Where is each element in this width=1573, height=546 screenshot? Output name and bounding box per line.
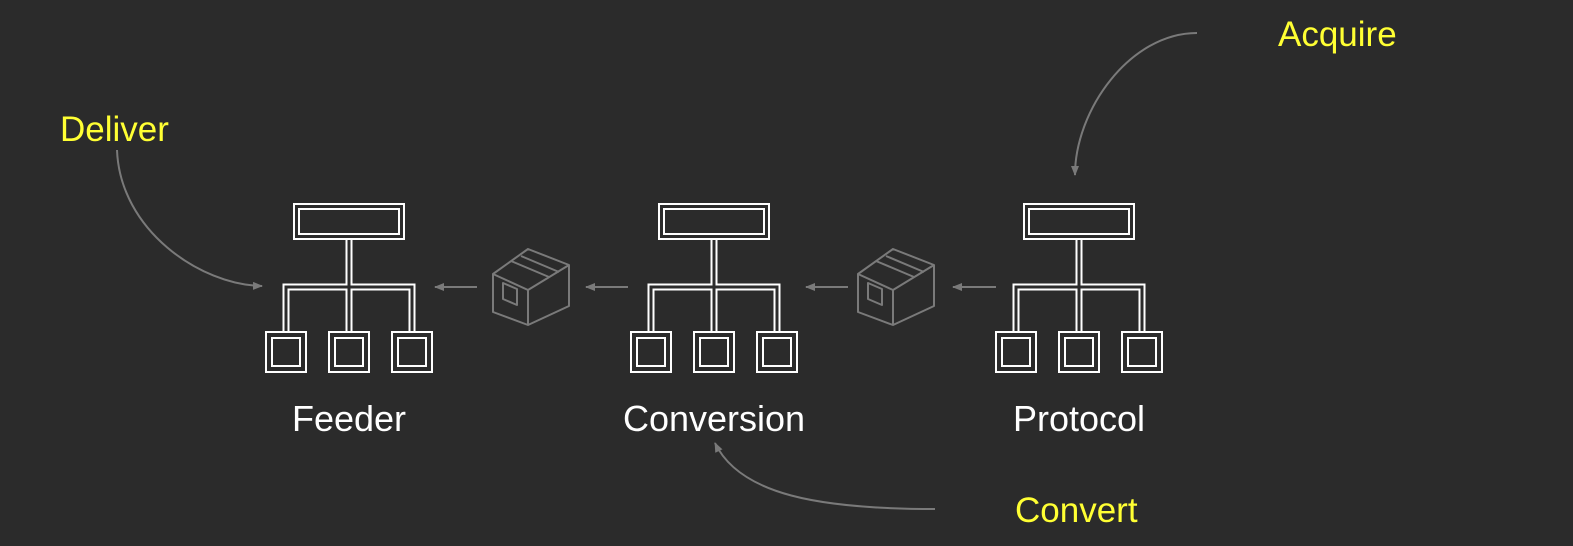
convert-arrow	[714, 442, 936, 510]
package-box-1	[492, 248, 570, 326]
hierarchy-icon	[265, 203, 433, 373]
feeder-node	[265, 203, 433, 373]
hierarchy-icon	[995, 203, 1163, 373]
acquire-arrow	[1071, 32, 1198, 176]
protocol-label: Protocol	[1013, 398, 1145, 439]
acquire-annotation: Acquire	[1278, 15, 1397, 54]
conversion-label: Conversion	[623, 398, 805, 439]
protocol-node	[995, 203, 1163, 373]
deliver-annotation: Deliver	[60, 110, 169, 149]
convert-annotation: Convert	[1015, 491, 1138, 530]
conversion-node	[630, 203, 798, 373]
package-box-2	[857, 248, 935, 326]
deliver-arrow	[116, 149, 263, 290]
box-icon	[857, 248, 935, 326]
feeder-label: Feeder	[292, 398, 406, 439]
hierarchy-icon	[630, 203, 798, 373]
box-icon	[492, 248, 570, 326]
